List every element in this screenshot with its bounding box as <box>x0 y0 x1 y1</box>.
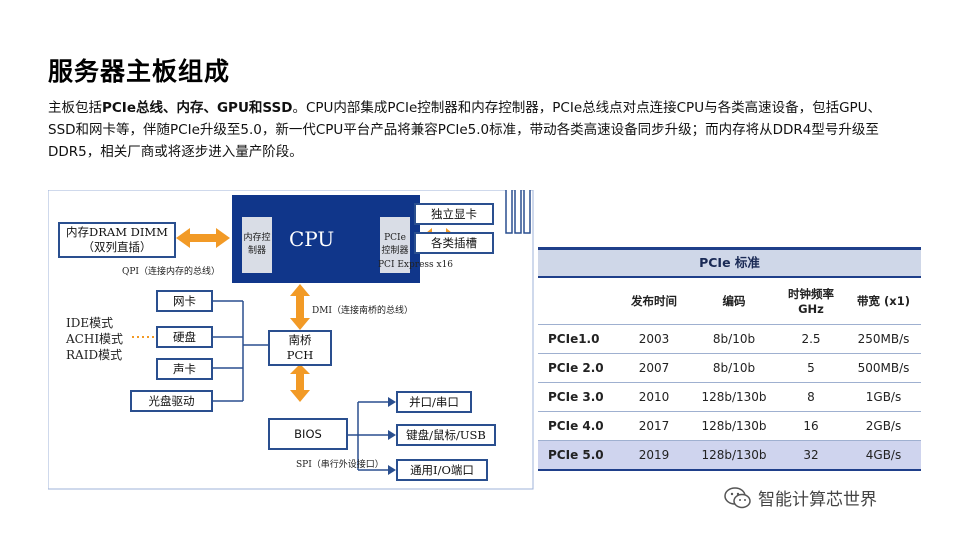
cell: 5 <box>776 353 846 383</box>
cell: 8b/10b <box>692 353 776 383</box>
cell: PCIe1.0 <box>538 324 616 354</box>
nic-box: 网卡 <box>156 290 213 312</box>
sound-box: 声卡 <box>156 358 213 380</box>
cell: 128b/130b <box>692 411 776 441</box>
para-text-2: 。CPU内部集成PCIe控制器和内存控制器，PCIe总线点对点连接CPU与各类高… <box>48 100 882 160</box>
header-clock: 时钟频率 GHz <box>788 287 834 316</box>
cell: 128b/130b <box>692 382 776 412</box>
cell: 2GB/s <box>846 411 921 441</box>
qpi-caption: QPI（连接内存的总线） <box>122 267 220 277</box>
cell: 4GB/s <box>846 440 921 469</box>
slots-box: 各类插槽 <box>414 232 494 254</box>
mode-raid: RAID模式 <box>66 348 123 362</box>
cell: 500MB/s <box>846 353 921 383</box>
blue-arrowheads <box>388 397 396 475</box>
arrow-cpu-pch <box>290 284 310 330</box>
table-row: PCIe 2.0 2007 8b/10b 5 500MB/s <box>538 353 921 383</box>
cell: 32 <box>776 440 846 469</box>
table-header-row: 发布时间 编码 时钟频率 GHz 带宽 (x1) <box>538 278 921 325</box>
cell: 2017 <box>616 411 692 441</box>
cell: 1GB/s <box>846 382 921 412</box>
cell: PCIe 3.0 <box>538 382 616 412</box>
pcie-table: PCIe 标准 发布时间 编码 时钟频率 GHz 带宽 (x1) PCIe1.0… <box>538 247 921 471</box>
disk-box: 硬盘 <box>156 326 213 348</box>
mode-achi: ACHI模式 <box>66 332 124 346</box>
spi-caption: SPI（串行外设接口） <box>296 460 384 470</box>
arrow-dram-cpu <box>176 228 230 248</box>
footer-brand: 智能计算芯世界 <box>724 485 877 510</box>
io-port-box: 通用I/O端口 <box>396 459 488 481</box>
pcie-x16-caption: PCI Express x16 <box>378 260 454 270</box>
arrow-pch-bios <box>290 364 310 402</box>
blue-lines <box>213 300 388 471</box>
bios-box: BIOS <box>268 418 348 450</box>
table-title: PCIe 标准 <box>538 247 921 278</box>
parallel-port-box: 并口/串口 <box>396 391 472 413</box>
table-row: PCIe 3.0 2010 128b/130b 8 1GB/s <box>538 382 921 412</box>
cell: 2.5 <box>776 324 846 354</box>
cell: 2019 <box>616 440 692 469</box>
pcie-controller: PCIe控制器 <box>380 217 410 273</box>
wechat-icon <box>724 486 751 508</box>
optical-box: 光盘驱动 <box>130 390 213 412</box>
diagram-frame <box>48 190 534 490</box>
table-row: PCIe1.0 2003 8b/10b 2.5 250MB/s <box>538 324 921 354</box>
cell: 8b/10b <box>692 324 776 354</box>
disk-modes: IDE模式 ACHI模式 RAID模式 <box>66 315 123 363</box>
cell: PCIe 2.0 <box>538 353 616 383</box>
dram-label: 内存DRAM DIMM（双列直插） <box>66 225 168 254</box>
cpu-block: 内存控制器 CPU PCIe控制器 <box>232 195 420 283</box>
header-bandwidth: 带宽 (x1) <box>857 294 910 308</box>
gpu-box: 独立显卡 <box>414 203 494 225</box>
header-release: 发布时间 <box>631 294 677 308</box>
header-version <box>538 278 616 325</box>
cell: 2007 <box>616 353 692 383</box>
dmi-caption: DMI（连接南桥的总线） <box>312 306 413 316</box>
kbd-usb-box: 键盘/鼠标/USB <box>396 424 496 446</box>
cell: PCIe 4.0 <box>538 411 616 441</box>
table-row-highlight: PCIe 5.0 2019 128b/130b 32 4GB/s <box>538 440 921 469</box>
cell: 128b/130b <box>692 440 776 469</box>
mode-ide: IDE模式 <box>66 316 114 330</box>
page-title: 服务器主板组成 <box>48 57 231 86</box>
cell: 2003 <box>616 324 692 354</box>
header-encoding: 编码 <box>722 294 746 308</box>
cell: PCIe 5.0 <box>538 440 616 469</box>
cpu-label: CPU <box>289 227 335 251</box>
dram-box: 内存DRAM DIMM（双列直插） <box>58 222 176 258</box>
table-bottom-rule <box>538 469 921 471</box>
pch-box: 南桥 PCH <box>268 330 332 366</box>
para-bold: PCIe总线、内存、GPU和SSD <box>102 100 293 116</box>
cell: 250MB/s <box>846 324 921 354</box>
table-row: PCIe 4.0 2017 128b/130b 16 2GB/s <box>538 411 921 441</box>
mem-controller: 内存控制器 <box>242 217 272 273</box>
intro-paragraph: 主板包括PCIe总线、内存、GPU和SSD。CPU内部集成PCIe控制器和内存控… <box>48 97 898 163</box>
pch-label: 南桥 PCH <box>286 333 314 362</box>
gpu-card-icon <box>505 190 531 234</box>
cell: 16 <box>776 411 846 441</box>
para-text-1: 主板包括 <box>48 100 102 116</box>
cell: 8 <box>776 382 846 412</box>
brand-name: 智能计算芯世界 <box>758 490 877 510</box>
cell: 2010 <box>616 382 692 412</box>
diagram-connectors <box>48 190 534 490</box>
motherboard-diagram: 内存DRAM DIMM（双列直插） QPI（连接内存的总线） 内存控制器 CPU… <box>48 190 534 490</box>
